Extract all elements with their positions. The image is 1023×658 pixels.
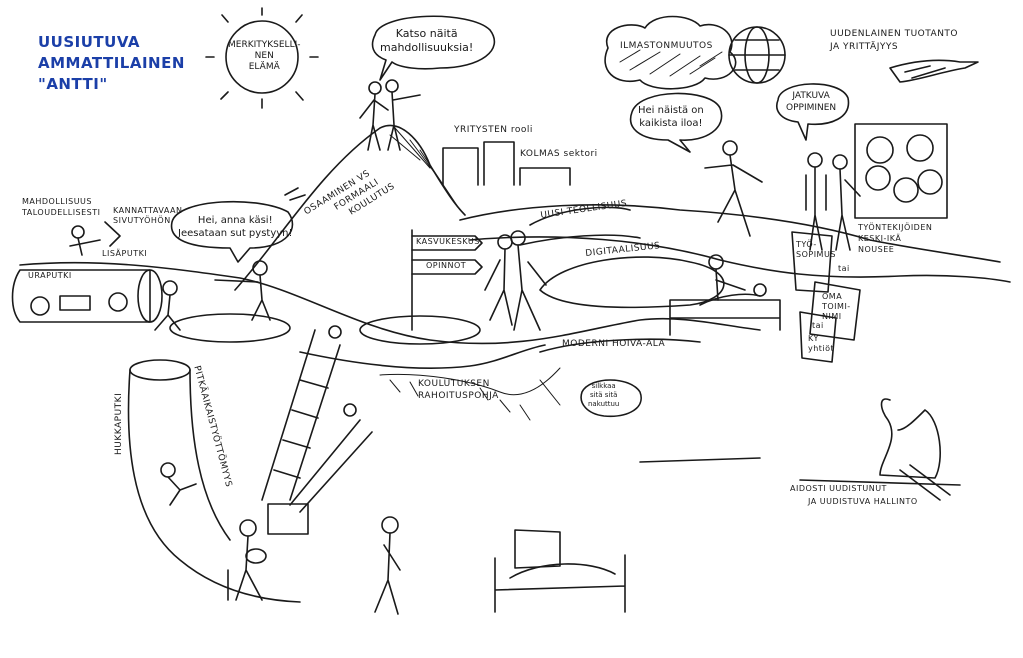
label-hei-naista: Hei näistä on kaikista iloa!	[638, 105, 704, 129]
label-tai-2: tai	[812, 321, 824, 330]
road-main-lower-edge	[299, 344, 546, 369]
road-upper	[459, 204, 1001, 263]
speech-bubble-silkkaa	[580, 379, 642, 417]
moderni-hoiva-hill	[539, 338, 701, 353]
platform-left	[169, 313, 291, 343]
person-waving	[704, 140, 763, 237]
bed-bottom	[494, 529, 626, 613]
globe-icon	[728, 26, 786, 84]
monitor-frame	[267, 503, 309, 535]
label-tai-1: tai	[838, 264, 850, 273]
hukkaputki-pipe	[127, 359, 301, 603]
label-hei-anna: Hei, anna käsi! Jeesataan sut pystyyn!	[178, 215, 293, 239]
sun-icon	[205, 7, 319, 109]
label-tuotanto: UUDENLAINEN TUOTANTO JA YRITTÄJYYS	[830, 29, 959, 52]
label-katso: Katso näitä mahdollisuuksia!	[380, 27, 474, 54]
bed-with-patient	[669, 254, 781, 336]
sign-kasvukeskus: KASVUKESKUS	[416, 237, 480, 246]
label-tyosopimus: TYÖ- SOPIMUS	[796, 240, 836, 259]
person-helping	[214, 260, 271, 321]
label-kolmas-sektori: KOLMAS sektori	[520, 149, 598, 159]
title-line-3: "ANTTI"	[38, 75, 108, 93]
page-title: UUSIUTUVA AMMATTILAINEN "ANTTI"	[38, 32, 185, 95]
lane-uusi-teollisuus	[519, 206, 641, 246]
cloud-icon	[604, 15, 737, 90]
person-side-job	[69, 221, 121, 256]
escalator	[261, 325, 373, 513]
label-silkkaa: silkkaa sitä sitä nakuttuu	[588, 382, 620, 408]
label-ky-yhtiot: KY yhtiöt	[808, 334, 835, 353]
falling-person	[160, 462, 197, 506]
label-jatkuva: JATKUVA OPPIMINEN	[786, 91, 837, 113]
person-with-guitar	[227, 519, 267, 601]
label-moderni-hoiva-ala: MODERNI HOIVA-ALA	[562, 339, 666, 349]
label-koulutuksen-rahoituspohja: KOULUTUKSEN RAHOITUSPOHJA	[418, 379, 499, 401]
couple-walking	[484, 230, 547, 331]
hill-mark	[284, 187, 306, 201]
label-merkityksellinen: MERKITYKSELLI- NEN ELÄMÄ	[228, 40, 301, 72]
label-ilmastonmuutos: ILMASTONMUUTOS	[620, 41, 713, 51]
city-skyline	[442, 141, 571, 186]
swan-icon	[879, 398, 951, 501]
hill	[234, 124, 466, 291]
label-yritysten-rooli: YRITYSTEN rooli	[454, 125, 533, 135]
title-line-1: UUSIUTUVA	[38, 33, 141, 51]
signpost	[359, 229, 483, 345]
people-on-hill	[359, 79, 421, 151]
label-aidosti-uudistunut: AIDOSTI UUDISTUNUT ja UUDISTUVA HALLINTO	[790, 484, 918, 506]
speech-bubble-katso	[371, 15, 496, 81]
label-kannattavaan: KANNATTAVAAN SIVUTYÖHÖN	[113, 206, 183, 225]
label-hukkaputki: HUKKAPUTKI	[114, 392, 124, 455]
person-on-tube	[154, 280, 181, 331]
label-uraputki: URAPUTKI	[28, 271, 72, 280]
horizon-lines	[639, 457, 961, 486]
crumbling-ground	[379, 367, 561, 421]
speech-bubble-hei-naista	[629, 92, 723, 153]
sign-opinnot: OPINNOT	[426, 261, 467, 270]
lane-digitaalisuus	[539, 256, 725, 309]
title-line-2: AMMATTILAINEN	[38, 54, 185, 72]
people-at-board	[805, 152, 861, 251]
road-main	[19, 261, 761, 345]
label-lisaputki: LISÄPUTKI	[102, 249, 148, 258]
speech-bubble-hei-anna	[170, 200, 294, 263]
goose-icon	[889, 59, 979, 83]
label-oma-toiminimi: OMA TOIMI- NIMI	[822, 292, 851, 321]
label-mahdollisuus: MAHDOLLISUUS TALOUDELLISESTI	[22, 197, 101, 217]
road-upper-lower-edge	[469, 236, 1011, 283]
person-walking-bag	[374, 516, 401, 615]
portrait-board	[854, 123, 948, 219]
hill-hatching	[389, 127, 461, 211]
speech-bubble-jatkuva	[776, 83, 850, 141]
contract-papers	[791, 231, 861, 363]
cloud-hatching	[619, 49, 723, 77]
uraputki-tube	[11, 269, 163, 323]
label-tyontekijoiden: TYÖNTEKIJÖIDEN KESKI-IKÄ NOUSEE	[858, 223, 933, 254]
